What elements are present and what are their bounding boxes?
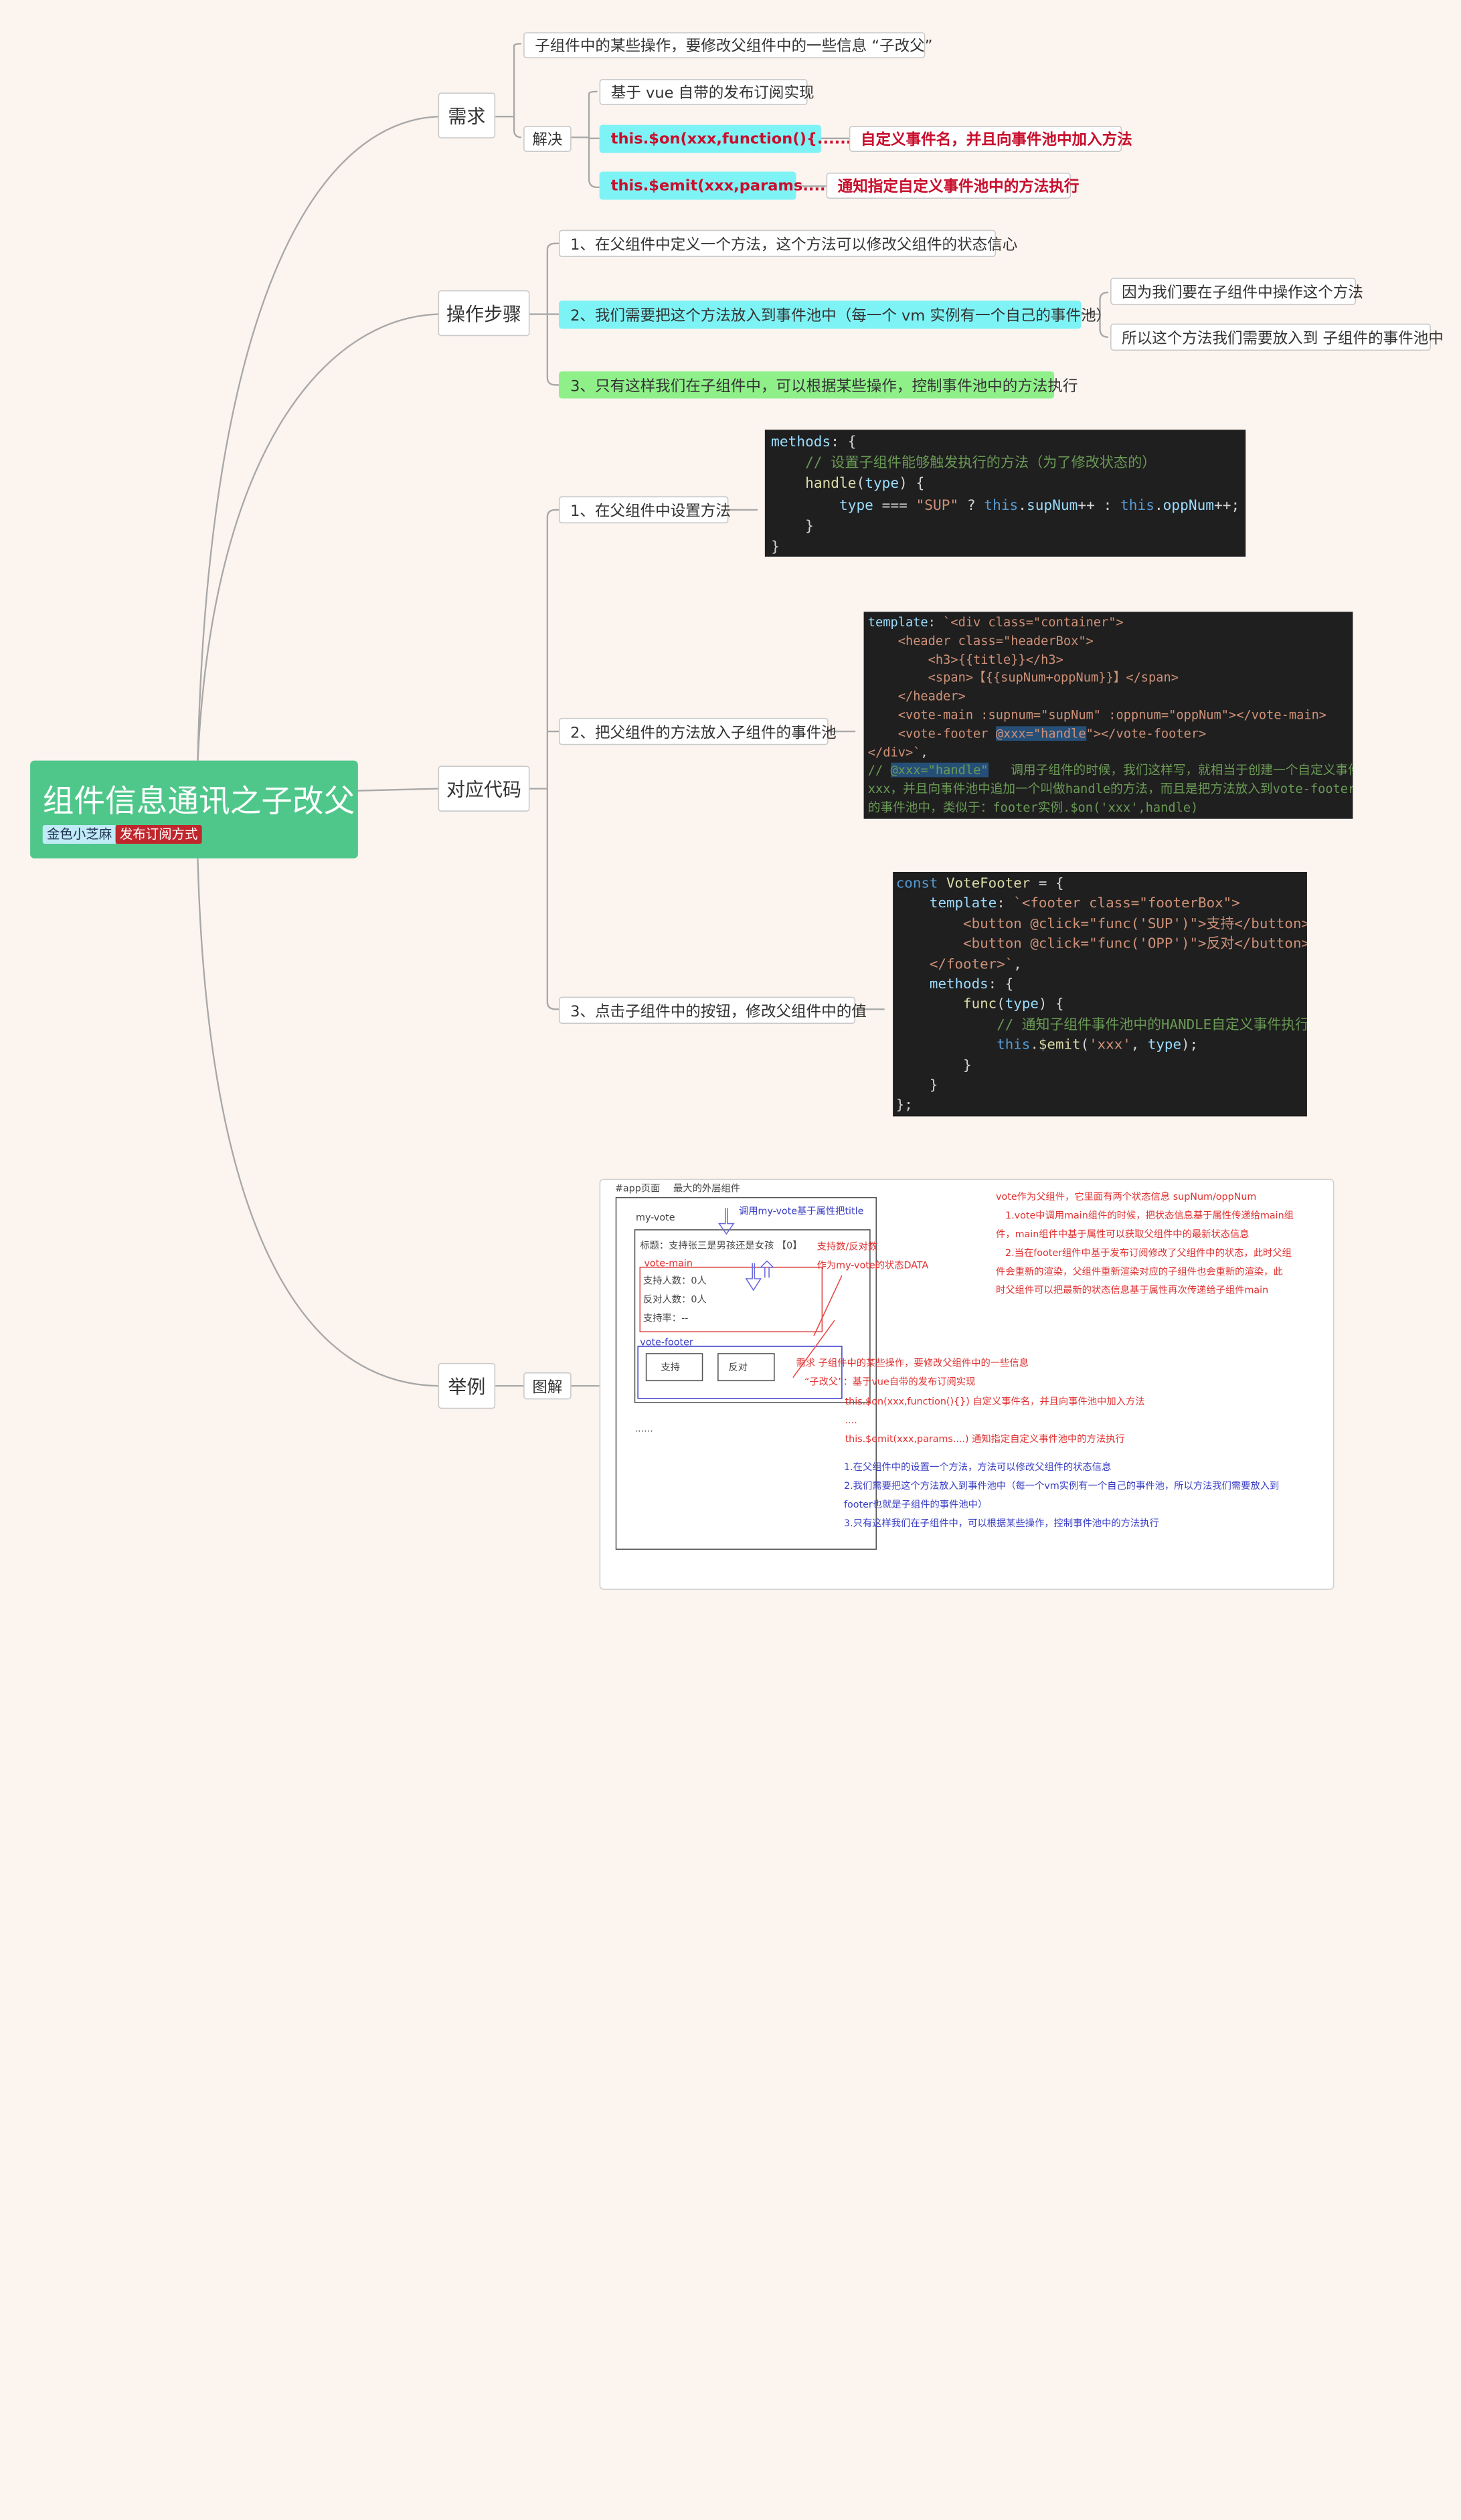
code-line: 的事件池中，类似于：footer实例.$on('xxx',handle): [867, 800, 1199, 815]
sketch-image: #app页面 最大的外层组件 my-vote 调用my-vote基于属性把tit…: [599, 1178, 1335, 1590]
sketch-step-note-3: 3.只有这样我们在子组件中，可以根据某些操作，控制事件池中的方法执行: [844, 1518, 1159, 1530]
sketch-call-note: 调用my-vote基于属性把title: [738, 1206, 864, 1218]
topic-code[interactable]: 对应代码: [438, 766, 530, 812]
code-line: </div>`,: [867, 744, 928, 759]
sketch-dots: ......: [634, 1423, 653, 1435]
topic-demand[interactable]: 需求: [438, 92, 496, 139]
sketch-outer-component: 最大的外层组件: [673, 1182, 741, 1195]
sketch-support-count: 支持人数：0人: [642, 1275, 707, 1287]
code-line: handle(type) {: [805, 476, 925, 493]
topic-step-2-result[interactable]: 所以这个方法我们需要放入到 子组件的事件池中: [1110, 323, 1444, 351]
code-line: type === "SUP" ? this.supNum++ : this.op…: [839, 497, 1240, 514]
sketch-demand-note-1: “子改父”：基于vue自带的发布订阅实现: [804, 1376, 976, 1388]
topic-steps[interactable]: 操作步骤: [438, 290, 530, 337]
sketch-vote-footer: vote-footer: [640, 1337, 693, 1349]
code-line: // 设置子组件能够触发执行的方法（为了修改状态的）: [771, 454, 1156, 472]
sketch-red-note-2: 作为my-vote的状态DATA: [817, 1259, 929, 1272]
topic-code-3[interactable]: 3、点击子组件中的按钮，修改父组件中的值: [558, 996, 867, 1024]
sketch-right-note-4: 件会重新的渲染，父组件重新渲染对应的子组件也会重新的渲染，此: [996, 1266, 1283, 1278]
topic-diagram[interactable]: 图解: [523, 1372, 572, 1400]
code-block-vote-footer: const VoteFooter = { template: `<footer …: [893, 872, 1307, 1117]
sketch-red-note-1: 支持数/反对数: [817, 1241, 878, 1253]
code-line: xxx，并且向事件池中追加一个叫做handle的方法，而且是把方法放入到vote…: [867, 781, 1353, 796]
sketch-app-page: #app页面: [614, 1182, 661, 1195]
topic-code-2[interactable]: 2、把父组件的方法放入子组件的事件池: [558, 717, 837, 745]
code-line: // 通知子组件事件池中的HANDLE自定义事件执行: [895, 1017, 1307, 1033]
sketch-step-note-2: footer也就是子组件的事件池中）: [844, 1499, 988, 1511]
topic-solve-vue[interactable]: 基于 vue 自带的发布订阅实现: [599, 79, 814, 106]
code-line: }: [771, 518, 814, 535]
code-block-template: template: `<div class="container"> <head…: [863, 612, 1353, 819]
sketch-btn-support: 支持: [661, 1362, 680, 1374]
code-line: <h3>{{title}}</h3>: [867, 652, 1063, 667]
code-line: <vote-footer @xxx="handle"></vote-footer…: [867, 725, 1207, 741]
sketch-my-vote: my-vote: [636, 1212, 675, 1224]
topic-step-2[interactable]: 2、我们需要把这个方法放入到事件池中（每一个 vm 实例有一个自己的事件池）: [558, 300, 1111, 329]
topic-solve-emit[interactable]: this.$emit(xxx,params....): [599, 171, 833, 200]
code-line: </header>: [867, 689, 966, 704]
sketch-drawing: [615, 1196, 877, 1550]
topic-solve-on[interactable]: this.$on(xxx,function(){......}): [599, 124, 869, 153]
sketch-demand-note-3: ....: [845, 1415, 857, 1427]
topic-solve-emit-note[interactable]: 通知指定自定义事件池中的方法执行: [826, 173, 1079, 199]
sketch-step-note-1: 2.我们需要把这个方法放入到事件池中（每一个vm实例有一个自己的事件池，所以方法…: [844, 1480, 1280, 1492]
code-line: <span>【{{supNum+oppNum}}】</span>: [867, 670, 1179, 685]
sketch-btn-oppose: 反对: [728, 1362, 748, 1374]
sketch-right-note-2: 件，main组件中基于属性可以获取父组件中的最新状态信息: [996, 1229, 1250, 1241]
code-line: methods: {: [771, 434, 857, 451]
root-topic[interactable]: 组件信息通讯之子改父 金色小芝麻 发布订阅方式: [30, 760, 358, 859]
code-line: const VoteFooter = {: [895, 876, 1064, 892]
topic-solve[interactable]: 解决: [523, 126, 572, 153]
sketch-right-note-3: 2.当在footer组件中基于发布订阅修改了父组件中的状态，此时父组: [1005, 1247, 1292, 1259]
topic-example[interactable]: 举例: [438, 1362, 496, 1409]
code-line: }: [895, 1057, 972, 1074]
topic-code-1[interactable]: 1、在父组件中设置方法: [558, 496, 731, 524]
topic-step-3[interactable]: 3、只有这样我们在子组件中，可以根据某些操作，控制事件池中的方法执行: [558, 371, 1078, 399]
code-line: methods: {: [929, 977, 1014, 993]
code-block-methods: methods: { // 设置子组件能够触发执行的方法（为了修改状态的） ha…: [764, 430, 1246, 557]
code-line: <header class="headerBox">: [867, 633, 1094, 648]
label-tag-method: 发布订阅方式: [115, 825, 202, 844]
code-line: <vote-main :supnum="supNum" :oppnum="opp…: [867, 707, 1327, 723]
sketch-demand-note-4: this.$emit(xxx,params....) 通知指定自定义事件池中的方…: [845, 1433, 1125, 1445]
code-line: }: [771, 539, 780, 556]
topic-solve-on-note[interactable]: 自定义事件名，并且向事件池中加入方法: [849, 126, 1132, 153]
topic-step-2-reason[interactable]: 因为我们要在子组件中操作这个方法: [1110, 278, 1363, 305]
sketch-step-note-0: 1.在父组件中的设置一个方法，方法可以修改父组件的状态信息: [844, 1461, 1112, 1473]
code-line: <button @click="func('SUP')">支持</button>: [895, 916, 1307, 932]
sketch-title-line: 标题：支持张三是男孩还是女孩 【0】: [640, 1240, 802, 1252]
code-line: // @xxx="handle" 调用子组件的时候，我们这样写，就相当于创建一个…: [867, 763, 1353, 778]
code-line: </footer>`,: [895, 956, 1022, 973]
code-line: template: `<footer class="footerBox">: [929, 896, 1240, 912]
code-line: this.$emit('xxx', type);: [997, 1037, 1199, 1053]
topic-step-1[interactable]: 1、在父组件中定义一个方法，这个方法可以修改父组件的状态信心: [558, 230, 1017, 258]
sketch-right-note-0: vote作为父组件，它里面有两个状态信息 supNum/oppNum: [996, 1191, 1257, 1203]
sketch-vote-main: vote-main: [644, 1257, 693, 1269]
code-line: };: [895, 1098, 913, 1114]
code-line: }: [895, 1077, 938, 1094]
code-line: template: `<div class="container">: [867, 614, 1124, 630]
label-tag-author: 金色小芝麻: [42, 825, 116, 844]
sketch-demand-note-0: 需求 子组件中的某些操作，要修改父组件中的一些信息: [796, 1358, 1029, 1370]
sketch-right-note-5: 时父组件可以把最新的状态信息基于属性再次传递给子组件main: [996, 1285, 1269, 1297]
sketch-oppose-count: 反对人数：0人: [642, 1294, 707, 1306]
root-title: 组件信息通讯之子改父: [42, 783, 355, 820]
code-line: <button @click="func('OPP')">反对</button>: [895, 936, 1307, 953]
sketch-demand-note-2: this.$on(xxx,function(){}) 自定义事件名，并且向事件池…: [845, 1396, 1145, 1408]
topic-demand-description[interactable]: 子组件中的某些操作，要修改父组件中的一些信息 “子改父”: [523, 32, 932, 59]
sketch-support-rate: 支持率：--: [642, 1313, 689, 1325]
code-line: func(type) {: [963, 997, 1064, 1013]
connector-lines: [197, 43, 1109, 1387]
sketch-right-note-1: 1.vote中调用main组件的时候，把状态信息基于属性传递给main组: [1005, 1210, 1294, 1222]
